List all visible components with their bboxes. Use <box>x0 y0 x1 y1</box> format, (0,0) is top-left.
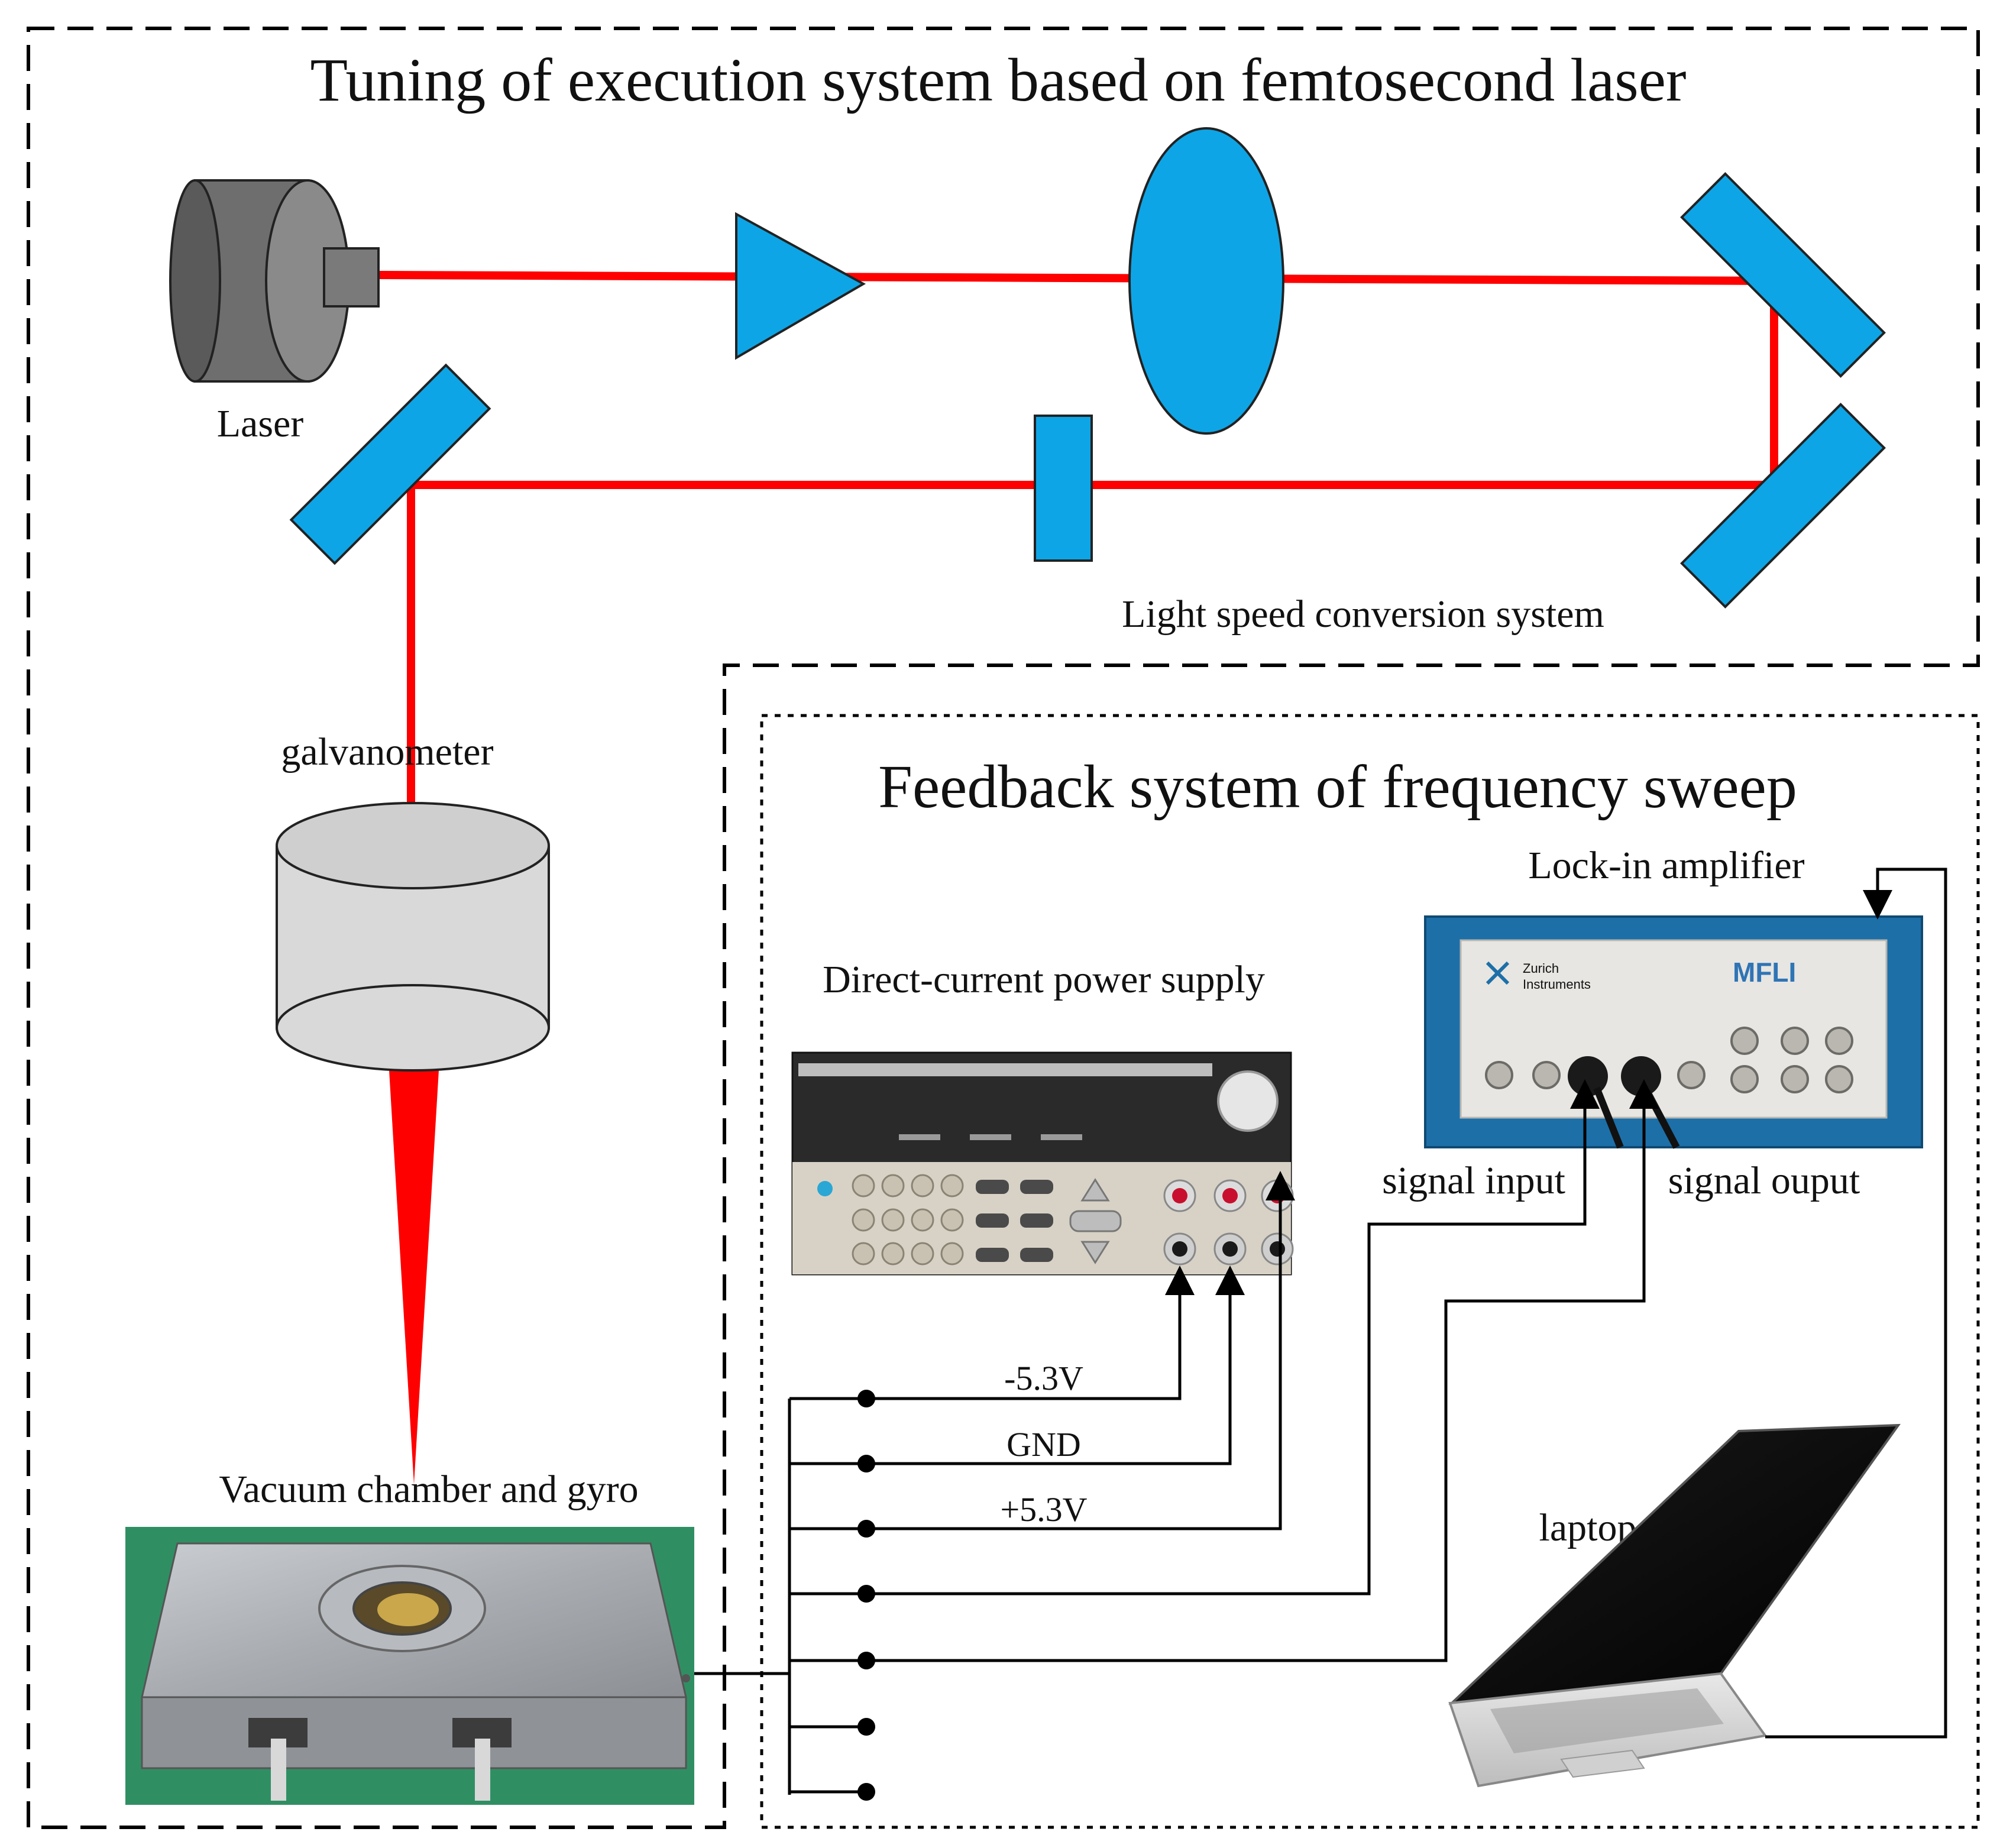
signal-input-label: signal input <box>1382 1159 1565 1202</box>
laser-source <box>169 179 380 383</box>
wiring <box>694 868 1947 1795</box>
laptop-photo <box>1448 1423 1901 1788</box>
dc-power-supply-label: Direct-current power supply <box>823 958 1265 1001</box>
feedback-system-title: Feedback system of frequency sweep <box>878 753 1797 821</box>
voltage-pos-label: +5.3V <box>1000 1490 1087 1529</box>
execution-system-frame <box>27 27 1980 1829</box>
mirror-lower-right <box>1680 403 1886 609</box>
focused-beam-cone <box>389 1070 439 1484</box>
laser-label: Laser <box>217 402 304 445</box>
lockin-amplifier-label: Lock-in amplifier <box>1528 844 1804 887</box>
signal-output-label: signal ouput <box>1668 1159 1860 1202</box>
lockin-maker-line1: Zurich <box>1523 961 1559 976</box>
lockin-amplifier-photo: Zurich Instruments MFLI <box>1424 915 1923 1149</box>
voltage-neg-label: -5.3V <box>1004 1359 1083 1397</box>
feedback-system-frame <box>760 714 1980 1829</box>
waveplate-optic <box>1034 415 1093 562</box>
galvanometer-label: galvanometer <box>281 730 493 773</box>
dc-power-supply-photo <box>791 1051 1294 1276</box>
lockin-brand: MFLI <box>1733 957 1796 988</box>
lockin-maker-line2: Instruments <box>1523 977 1591 992</box>
voltage-gnd-label: GND <box>1007 1425 1081 1464</box>
mirror-left <box>289 363 491 565</box>
vacuum-chamber-photo <box>125 1527 694 1805</box>
prism-optic <box>735 212 866 360</box>
bus-nodes <box>857 1390 875 1801</box>
galvanometer <box>276 802 550 1072</box>
mirror-upper-right <box>1680 172 1886 378</box>
vacuum-chamber-label: Vacuum chamber and gyro <box>219 1468 638 1511</box>
light-speed-system-label: Light speed conversion system <box>1122 593 1604 636</box>
execution-system-title: Tuning of execution system based on femt… <box>310 46 1686 114</box>
lens-optic <box>1128 127 1284 435</box>
